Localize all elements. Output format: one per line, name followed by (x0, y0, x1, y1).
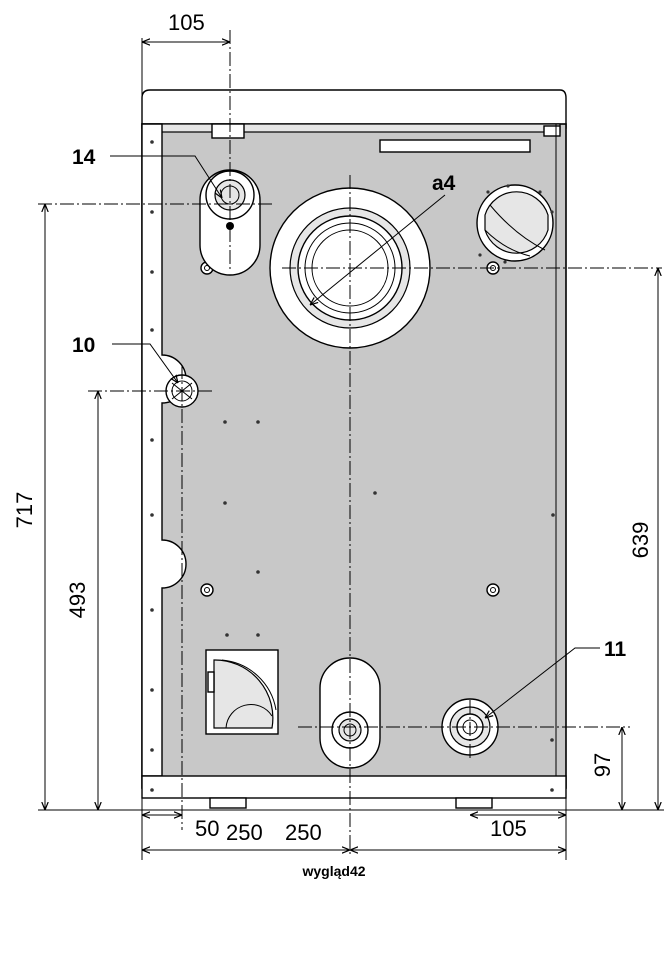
callout-leaders (110, 155, 600, 718)
dim-height-total: 717 (12, 492, 37, 529)
callout-flue-diameter: a4 (432, 172, 456, 195)
foot-left (209, 797, 247, 809)
callout-port-10: 10 (72, 334, 95, 357)
dim-bottom-right-offset: 105 (490, 816, 527, 841)
dim-half-width-right: 250 (285, 820, 322, 845)
dim-half-width-left: 250 (226, 820, 263, 845)
rail-dots (150, 140, 554, 792)
dim-top-width: 105 (168, 10, 205, 35)
centerlines (38, 30, 662, 855)
bottom-base (141, 775, 567, 799)
dimension-lines (38, 38, 664, 860)
dim-height-port11: 97 (590, 753, 615, 777)
top-cover (141, 89, 567, 129)
callout-port-11: 11 (604, 638, 627, 661)
bottom-window (205, 649, 279, 735)
dim-height-flue: 639 (628, 522, 653, 559)
figure-caption: wygląd42 (301, 863, 365, 879)
boiler-body (141, 89, 567, 809)
callout-port-14: 14 (72, 146, 96, 169)
dim-bottom-left-offset: 50 (195, 816, 219, 841)
air-intake (476, 184, 554, 264)
top-label-plate (379, 139, 531, 153)
panel-dots (223, 420, 555, 637)
top-right-clip (543, 125, 561, 137)
foot-right (455, 797, 493, 809)
left-side-rail (141, 123, 187, 777)
dim-height-port10: 493 (65, 582, 90, 619)
top-latch (211, 123, 245, 139)
